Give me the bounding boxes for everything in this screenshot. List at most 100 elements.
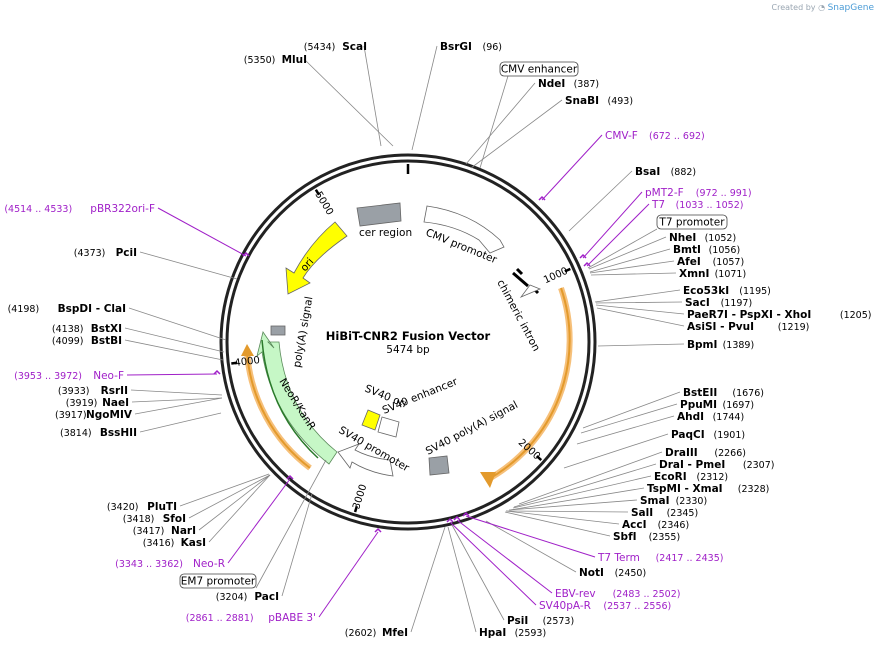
neor-kanr-feature [256, 331, 338, 465]
site-leader-line [563, 433, 669, 469]
sv40-enhancer-feature [377, 416, 400, 438]
site-bsshii[interactable]: BssHII(3814) [60, 412, 222, 439]
site-eco53ki[interactable]: Eco53kI(1195) [594, 285, 771, 303]
site-pluti[interactable]: PluTI(3420) [107, 473, 270, 513]
site-paci[interactable]: PacI(3204) [216, 493, 313, 603]
site-leader-line [505, 510, 620, 525]
site-ecori[interactable]: EcoRI(2312) [512, 471, 728, 509]
primer-name: Neo-F [93, 370, 124, 382]
site-tspmi-xmai[interactable]: TspMI - XmaI(2328) [509, 483, 769, 511]
feature-box-t7-promoter[interactable]: T7 promoter [587, 214, 728, 269]
site-position: (3417) [133, 526, 165, 537]
site-bsteii[interactable]: BstEII(1676) [582, 387, 764, 429]
primer-marker [374, 527, 382, 533]
primer-pbr322ori-f[interactable]: pBR322ori-F(4514 .. 4533) [4, 203, 250, 257]
site-position: (1197) [721, 298, 753, 309]
site-bsai[interactable]: BsaI(882) [568, 166, 696, 232]
primer-sv40pa-r[interactable]: SV40pA-R(2537 .. 2556) [446, 517, 671, 612]
primer-neo-f[interactable]: Neo-F(3953 .. 3972) [14, 369, 221, 382]
site-ahdi[interactable]: AhdI(1744) [576, 411, 744, 445]
site-name: AfeI [677, 256, 701, 268]
site-name: BmtI [673, 244, 701, 256]
tick-label: 5000 [312, 190, 335, 217]
neor-kanr-core [261, 339, 319, 459]
site-name: PsiI [507, 615, 528, 627]
primer-range: (1033 .. 1052) [676, 200, 744, 211]
primer-t7[interactable]: T7(1033 .. 1052) [583, 199, 744, 267]
site-position: (4373) [74, 248, 106, 259]
site-name: NheI [669, 232, 696, 244]
site-noti[interactable]: NotI(2450) [485, 520, 646, 579]
site-leader-line [130, 389, 223, 396]
site-ndei[interactable]: NdeI(387) [465, 78, 599, 165]
site-smai[interactable]: SmaI(2330) [508, 495, 707, 511]
site-psii[interactable]: PsiI(2573) [451, 524, 574, 627]
site-pcii[interactable]: PciI(4373) [74, 247, 238, 280]
site-position: (4099) [52, 336, 84, 347]
site-scai[interactable]: ScaI(5434) [304, 41, 382, 147]
site-name: SmaI [640, 495, 670, 507]
site-name: AccI [622, 519, 646, 531]
site-drai-pmei[interactable]: DraI - PmeI(2307) [513, 459, 774, 508]
primer-neo-r[interactable]: Neo-R(3343 .. 3362) [115, 474, 294, 570]
site-name: SalI [631, 507, 653, 519]
site-naei[interactable]: NaeI(3919) [66, 397, 223, 409]
site-afei[interactable]: AfeI(1057) [589, 256, 744, 274]
annotation-layer: ScaI(5434)MluI(5350)BsrGI(96)NdeI(387)Sn… [4, 41, 871, 639]
site-bstbi[interactable]: BstBI(4099) [52, 335, 224, 361]
site-saci[interactable]: SacI(1197) [595, 297, 753, 309]
site-mlui[interactable]: MluI(5350) [244, 54, 394, 147]
site-nari[interactable]: NarI(3417) [133, 474, 271, 537]
site-position: (2266) [714, 448, 746, 459]
feature-box-em7-promoter[interactable]: EM7 promoter [179, 459, 327, 589]
primer-range: (2537 .. 2556) [603, 601, 671, 612]
site-position: (3814) [60, 428, 92, 439]
primer-range: (2861 .. 2881) [186, 613, 254, 624]
site-bstxi[interactable]: BstXI(4138) [52, 323, 225, 353]
tick-label: 3000 [351, 483, 369, 511]
primer-pmt2-f[interactable]: pMT2-F(972 .. 991) [579, 187, 752, 259]
site-paqci[interactable]: PaqCI(1901) [563, 429, 745, 469]
primer-ebv-rev[interactable]: EBV-rev(2483 .. 2502) [453, 515, 680, 600]
primer-name: Neo-R [193, 558, 225, 570]
site-name: DraIII [665, 447, 698, 459]
site-bspdi-clai[interactable]: BspDI - ClaI(4198) [8, 303, 227, 341]
site-name: AhdI [677, 411, 704, 423]
site-mfei[interactable]: MfeI(2602) [345, 526, 446, 639]
site-asisi-pvui[interactable]: AsiSI - PvuI(1219) [596, 307, 809, 333]
tick-mark [535, 455, 543, 461]
site-nhei[interactable]: NheI(1052) [588, 232, 736, 270]
site-position: (2602) [345, 628, 377, 639]
site-rsrii[interactable]: RsrII(3933) [58, 385, 223, 397]
primer-leader-line [449, 521, 537, 606]
primer-name: T7 Term [597, 552, 640, 564]
site-leader-line [582, 391, 681, 429]
site-position: (1071) [715, 269, 747, 280]
site-sfoi[interactable]: SfoI(3418) [123, 474, 271, 525]
site-draiii[interactable]: DraIII (2266) [518, 447, 746, 505]
site-snabi[interactable]: SnaBI(493) [470, 95, 633, 169]
site-ppumi[interactable]: PpuMI(1697) [580, 399, 754, 434]
orf-arrow-right-head [480, 472, 496, 488]
site-bpmi[interactable]: BpmI(1389) [597, 339, 754, 351]
site-acci[interactable]: AccI(2346) [505, 510, 689, 531]
feature-box-cmv-enhancer[interactable]: CMV enhancer [479, 61, 579, 169]
primer-name: pMT2-F [645, 187, 684, 199]
site-sbfi[interactable]: SbfI(2355) [504, 511, 680, 543]
site-position: (3917) [55, 410, 87, 421]
site-paer7i-pspxi-xhoi[interactable]: PaeR7I - PspXI - XhoI(1205) [595, 304, 871, 321]
site-ngomiv[interactable]: NgoMIV(3917) [55, 397, 223, 421]
site-leader-line [124, 339, 224, 361]
primer-marker [462, 511, 470, 517]
site-leader-line [451, 524, 505, 621]
site-xmni[interactable]: XmnI(1071) [590, 268, 747, 280]
site-hpai[interactable]: HpaI(2593) [447, 526, 546, 639]
primer-t7-term[interactable]: T7 Term(2417 .. 2435) [462, 511, 723, 564]
site-bsrgi[interactable]: BsrGI(96) [411, 41, 502, 151]
site-bmti[interactable]: BmtI(1056) [589, 244, 740, 273]
site-kasi[interactable]: KasI(3416) [143, 474, 271, 549]
cmv-promoter-feature [423, 205, 505, 254]
primer-cmv-f[interactable]: CMV-F(672 .. 692) [538, 130, 705, 201]
site-sali[interactable]: SalI(2345) [505, 507, 698, 519]
primer-pbabe-3[interactable]: pBABE 3'(2861 .. 2881) [186, 527, 382, 624]
